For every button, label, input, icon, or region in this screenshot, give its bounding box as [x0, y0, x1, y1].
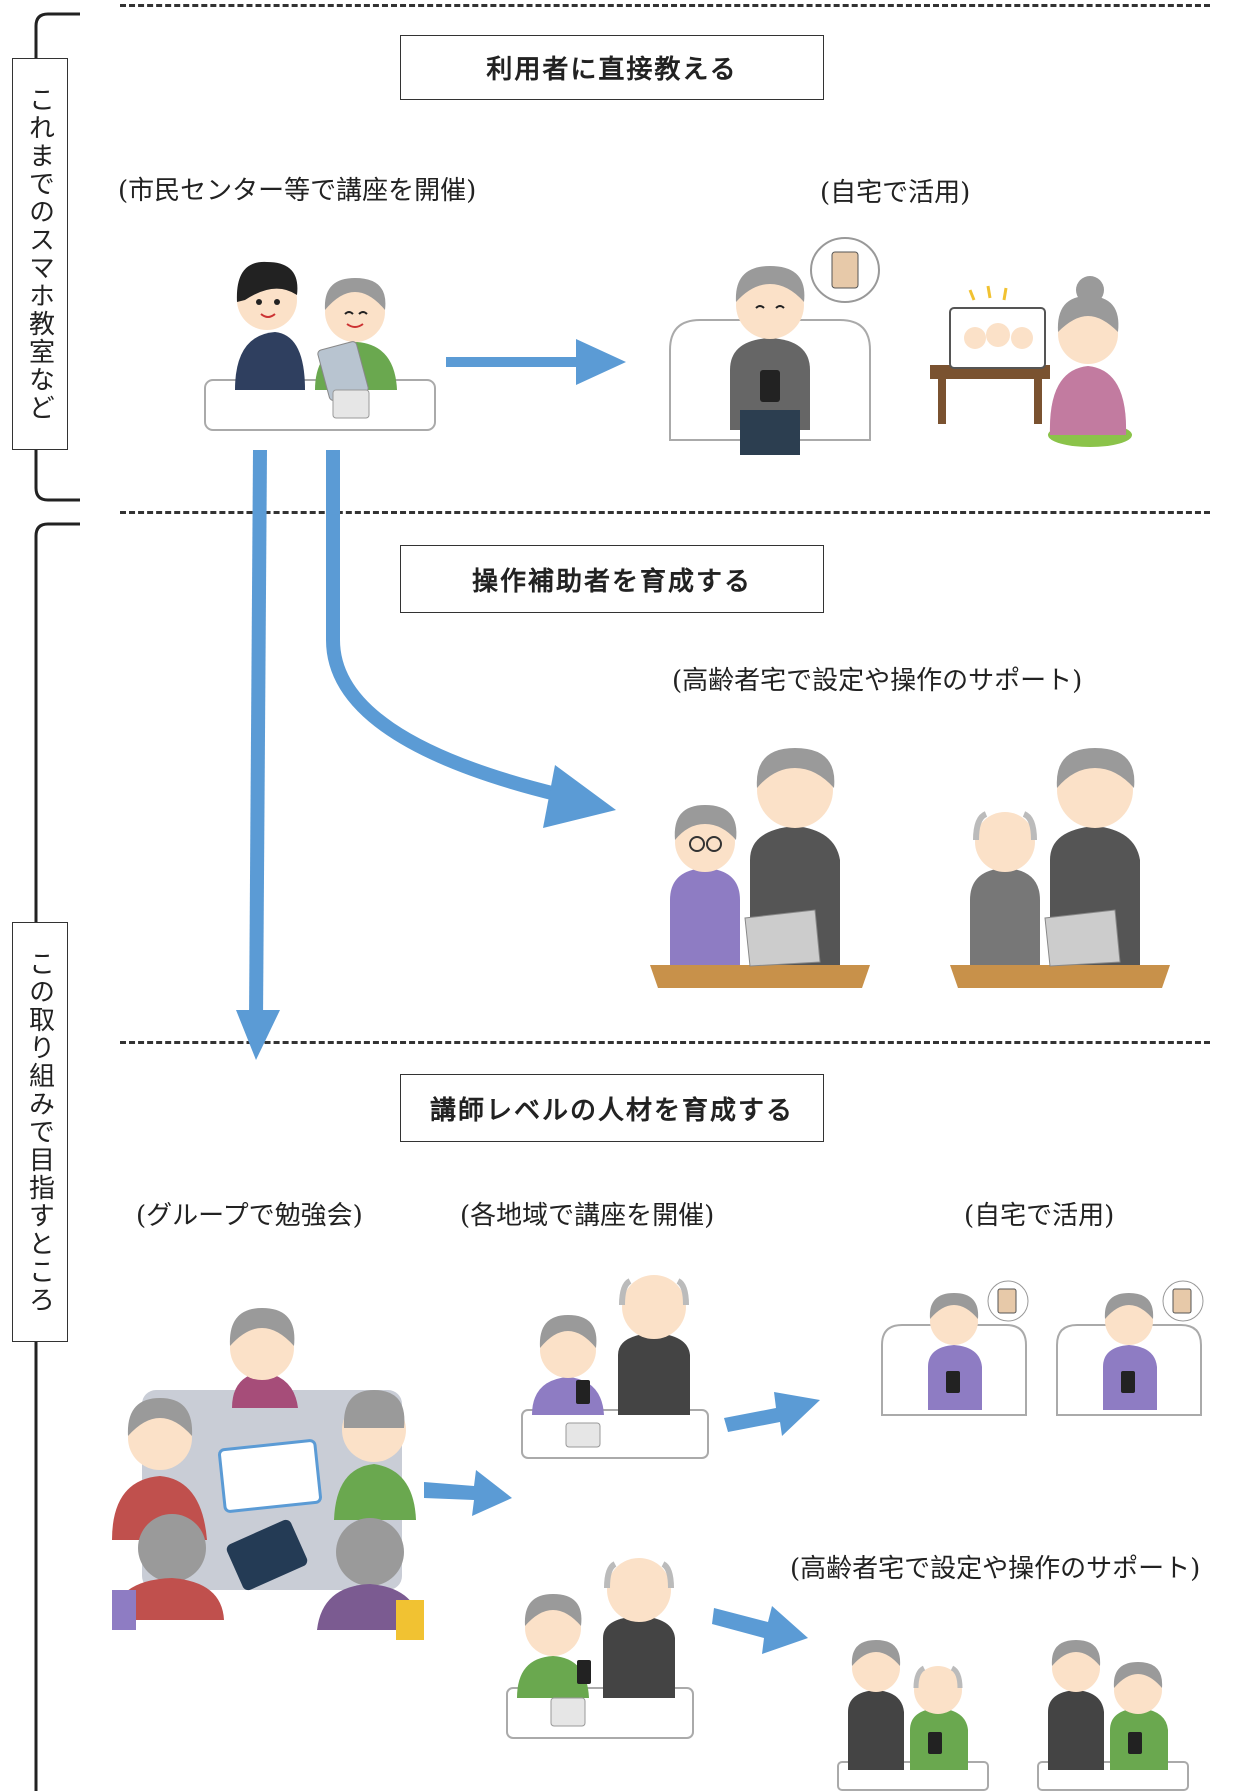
illustration-regional-course-2	[506, 1558, 694, 1739]
arrow-curved-to-support	[326, 450, 616, 828]
heading-direct-teaching: 利用者に直接教える	[400, 35, 824, 100]
divider-middle-2	[120, 1041, 1210, 1044]
divider-top	[120, 4, 1210, 7]
illustration-support-laptop-1	[650, 748, 870, 988]
illustration-classroom	[204, 261, 436, 431]
divider-middle-1	[120, 511, 1210, 514]
heading-train-instructors: 講師レベルの人材を育成する	[400, 1074, 824, 1142]
arrow-regions-to-home	[724, 1392, 820, 1436]
arrow-down-long	[236, 449, 280, 1060]
illustration-senior-video-call	[930, 276, 1132, 447]
label-previous-classes: これまでのスマホ教室など	[12, 58, 68, 450]
illustration-senior-sofa-phone	[669, 237, 880, 455]
illustration-regional-course-1	[521, 1275, 709, 1459]
caption-home-support-middle: (高齢者宅で設定や操作のサポート)	[672, 666, 1083, 696]
illustration-group-study	[112, 1308, 424, 1640]
illustration-home-support-1	[837, 1640, 989, 1791]
caption-home-use-top: (自宅で活用)	[820, 178, 971, 208]
illustration-home-support-2	[1037, 1640, 1189, 1791]
caption-home-use-bottom: (自宅で活用)	[964, 1201, 1115, 1231]
heading-train-assistants: 操作補助者を育成する	[400, 545, 824, 613]
arrow-regions-to-support	[712, 1606, 808, 1654]
arrow-right-top	[446, 339, 626, 385]
illustration-support-laptop-2	[950, 748, 1170, 988]
caption-group-study: (グループで勉強会)	[136, 1201, 363, 1231]
arrow-group-to-regions	[424, 1470, 512, 1516]
caption-home-support-bottom: (高齢者宅で設定や操作のサポート)	[790, 1554, 1201, 1584]
illustration-home-use-sofa-2	[1056, 1280, 1204, 1416]
caption-regional-courses: (各地域で講座を開催)	[460, 1201, 715, 1231]
illustration-home-use-sofa-1	[881, 1280, 1029, 1416]
label-initiative-goal: この取り組みで目指すところ	[12, 922, 68, 1342]
caption-citizen-center: (市民センター等で講座を開催)	[118, 176, 477, 206]
